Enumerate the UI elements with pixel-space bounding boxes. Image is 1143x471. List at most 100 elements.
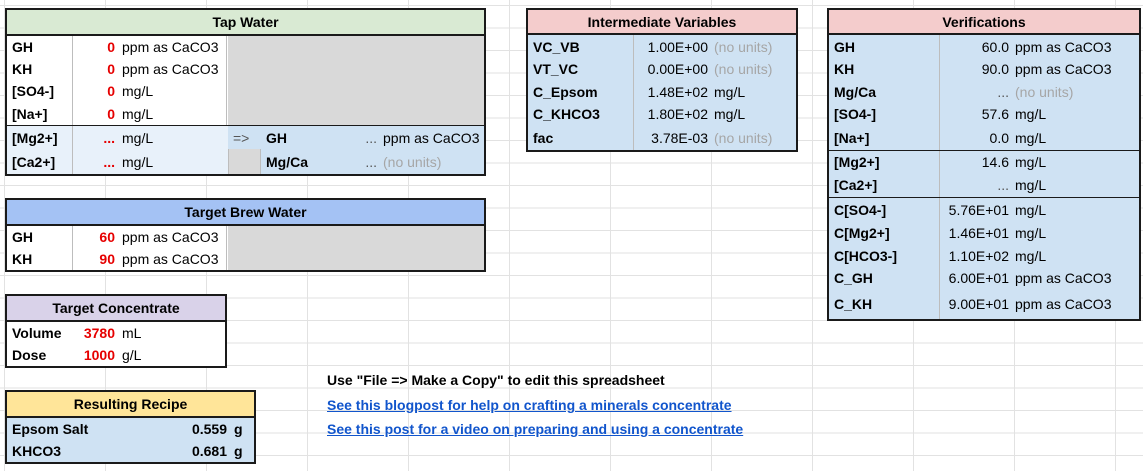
target-brew-table: Target Brew Water GH 60 ppm as CaCO3 KH … xyxy=(5,198,486,272)
calc-mgca-label: Mg/Ca xyxy=(261,149,356,174)
table-row: [Mg2+] 14.6 mg/L xyxy=(829,151,1139,173)
row-unit: ppm as CaCO3 xyxy=(119,247,227,270)
row-label: C[HCO3-] xyxy=(829,244,940,267)
target-kh-input[interactable]: 90 xyxy=(99,250,115,267)
row-unit: (no units) xyxy=(1015,83,1074,100)
gh-input[interactable]: 0 xyxy=(107,39,115,55)
table-row: Epsom Salt 0.559 g xyxy=(7,418,254,440)
row-value: 0.0 xyxy=(989,129,1009,146)
row-unit: ppm as CaCO3 xyxy=(1015,38,1112,55)
row-unit: mg/L xyxy=(119,102,227,125)
table-row: Volume 3780 mL xyxy=(7,322,225,344)
row-value: 3.78E-03 xyxy=(651,129,708,146)
row-label: [Mg2+] xyxy=(7,126,73,149)
kh-input[interactable]: 0 xyxy=(107,61,115,77)
row-label: KH xyxy=(7,58,73,80)
verifications-header: Verifications xyxy=(829,10,1139,35)
row-unit: mg/L xyxy=(1015,129,1047,146)
table-row: C[SO4-] 5.76E+01 mg/L xyxy=(829,198,1139,221)
row-unit: g xyxy=(234,421,243,437)
empty-cell xyxy=(228,247,484,270)
so4-input[interactable]: 0 xyxy=(107,83,115,99)
empty-cell xyxy=(228,80,484,102)
row-label: Dose xyxy=(12,347,47,363)
table-row: GH 60 ppm as CaCO3 xyxy=(7,226,484,247)
epsom-amount: 0.559 xyxy=(191,421,227,437)
row-value: 60.0 xyxy=(981,38,1009,55)
row-unit: ppm as CaCO3 xyxy=(119,36,227,58)
table-row: [Na+] 0 mg/L xyxy=(7,102,484,126)
row-value: 1.48E+02 xyxy=(647,83,708,100)
ca-value: ... xyxy=(73,149,119,174)
table-row: [Mg2+] ... mg/L => GH ... ppm as CaCO3 xyxy=(7,126,484,149)
calc-gh-value: ... xyxy=(356,126,380,149)
row-label: fac xyxy=(528,125,634,150)
blogpost-link[interactable]: See this blogpost for help on crafting a… xyxy=(327,397,732,413)
empty-cell xyxy=(228,102,484,125)
table-row: [Ca2+] ... mg/L xyxy=(829,173,1139,198)
row-label: KHCO3 xyxy=(12,443,62,459)
arrow-label: => xyxy=(228,126,261,149)
row-label: [Ca2+] xyxy=(7,149,73,174)
row-unit: (no units) xyxy=(714,38,773,55)
row-label: [Na+] xyxy=(7,102,73,125)
intermediate-title: Intermediate Variables xyxy=(587,13,737,30)
target-brew-title: Target Brew Water xyxy=(184,204,307,220)
dose-input[interactable]: 1000 xyxy=(83,347,115,363)
khco3-amount: 0.681 xyxy=(191,443,227,459)
target-brew-header: Target Brew Water xyxy=(7,200,484,226)
row-unit: ppm as CaCO3 xyxy=(1015,61,1112,77)
table-row: KH 0 ppm as CaCO3 xyxy=(7,58,484,80)
row-unit: ppm as CaCO3 xyxy=(1015,296,1112,312)
row-value: 1.10E+02 xyxy=(948,247,1009,264)
row-unit: mL xyxy=(122,325,142,341)
row-label: C[SO4-] xyxy=(829,198,940,221)
row-label: VT_VC xyxy=(528,58,634,80)
row-label: C_KH xyxy=(829,289,940,319)
row-unit: mg/L xyxy=(119,126,228,149)
calc-gh-label: GH xyxy=(261,126,356,149)
row-label: GH xyxy=(829,35,940,58)
row-value: 5.76E+01 xyxy=(948,201,1009,218)
target-concentrate-title: Target Concentrate xyxy=(52,300,180,316)
row-value: 14.6 xyxy=(981,154,1009,170)
row-value: 1.80E+02 xyxy=(647,106,708,122)
mg-value: ... xyxy=(73,126,119,149)
table-row: C_Epsom 1.48E+02 mg/L xyxy=(528,80,796,103)
row-value: 0.00E+00 xyxy=(647,61,708,77)
row-label: Epsom Salt xyxy=(12,421,89,437)
row-label: Volume xyxy=(12,325,62,341)
row-value: 1.46E+01 xyxy=(948,224,1009,241)
empty-cell xyxy=(228,58,484,80)
row-unit: mg/L xyxy=(1015,106,1047,122)
row-unit: g/L xyxy=(122,347,142,363)
table-row: C_KH 9.00E+01 ppm as CaCO3 xyxy=(829,289,1139,319)
row-label: C[Mg2+] xyxy=(829,221,940,244)
row-unit: mg/L xyxy=(1015,177,1047,193)
table-row: KH 90 ppm as CaCO3 xyxy=(7,247,484,270)
table-row: C[HCO3-] 1.10E+02 mg/L xyxy=(829,244,1139,267)
volume-input[interactable]: 3780 xyxy=(83,325,115,341)
row-unit: (no units) xyxy=(714,61,773,77)
na-input[interactable]: 0 xyxy=(107,105,115,122)
row-label: [SO4-] xyxy=(7,80,73,102)
calc-mgca-value: ... xyxy=(356,149,380,174)
tap-water-title: Tap Water xyxy=(212,14,279,30)
row-label: GH xyxy=(7,36,73,58)
target-concentrate-header: Target Concentrate xyxy=(7,296,225,322)
row-unit: mg/L xyxy=(1015,224,1047,241)
row-value: 9.00E+01 xyxy=(948,296,1009,312)
row-label: [Na+] xyxy=(829,125,940,150)
verifications-title: Verifications xyxy=(942,13,1026,30)
table-row: GH 60.0 ppm as CaCO3 xyxy=(829,35,1139,58)
row-label: Mg/Ca xyxy=(829,80,940,103)
resulting-recipe-table: Resulting Recipe Epsom Salt 0.559 g KHCO… xyxy=(5,390,256,464)
video-post-link[interactable]: See this post for a video on preparing a… xyxy=(327,421,744,437)
table-row: [SO4-] 57.6 mg/L xyxy=(829,103,1139,125)
row-label: C_Epsom xyxy=(528,80,634,103)
table-row: fac 3.78E-03 (no units) xyxy=(528,125,796,150)
target-gh-input[interactable]: 60 xyxy=(99,228,115,245)
row-unit: mg/L xyxy=(714,106,746,122)
resulting-recipe-header: Resulting Recipe xyxy=(7,392,254,418)
empty-cell xyxy=(228,226,484,247)
